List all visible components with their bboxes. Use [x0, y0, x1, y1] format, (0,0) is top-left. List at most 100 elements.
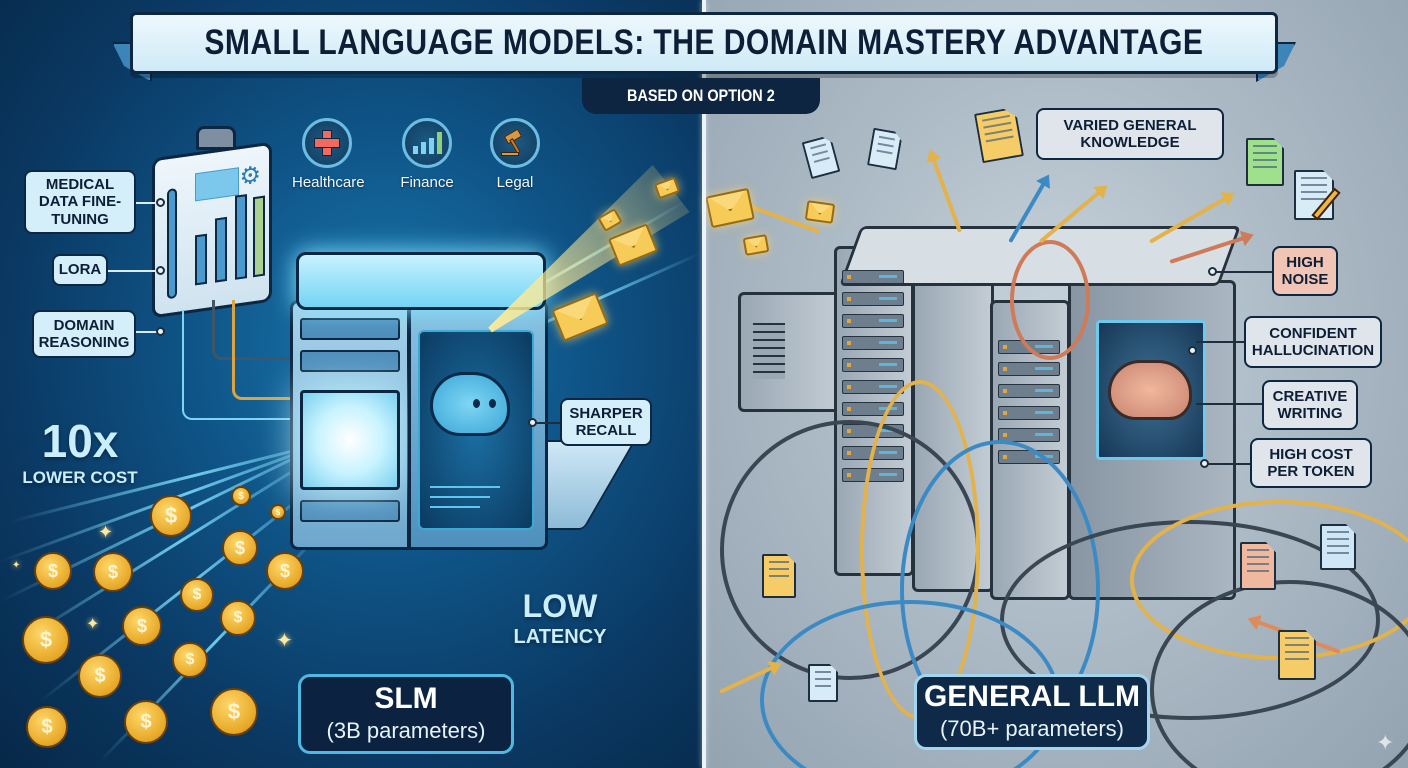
- model-params: (3B parameters): [326, 718, 486, 743]
- subtitle: BASED ON OPTION 2: [627, 86, 775, 105]
- connector-line: [1196, 341, 1246, 343]
- connector-line: [136, 202, 160, 204]
- brain-icon: [1108, 360, 1192, 420]
- gear-icon: ⚙: [239, 161, 261, 192]
- connector-line: [108, 270, 160, 272]
- chart-bar: [253, 195, 265, 278]
- server-slot: [300, 500, 400, 522]
- cost-multiplier: 10x: [41, 415, 119, 467]
- sparkle-icon: ✦: [86, 616, 100, 633]
- callout-sharper-recall: SHARPER RECALL: [560, 398, 652, 446]
- rack-unit: [842, 314, 904, 328]
- domain-finance: Finance: [392, 118, 462, 191]
- cable: [1150, 580, 1408, 768]
- wrench-icon: [167, 187, 177, 300]
- cost-label: LOWER COST: [22, 468, 138, 487]
- document-icon: [1320, 524, 1356, 570]
- model-name: SLM: [374, 682, 438, 715]
- connector-dot: [156, 198, 165, 207]
- rack-unit: [842, 358, 904, 372]
- coin-icon: $: [93, 552, 133, 592]
- server-slot: [300, 350, 400, 372]
- sparkle-icon: ✦: [98, 522, 114, 542]
- connector-line: [1216, 271, 1272, 273]
- sparkle-icon: ✦: [12, 560, 21, 571]
- model-params: (70B+ parameters): [939, 716, 1125, 741]
- latency-value: LOW: [522, 588, 598, 624]
- subtitle-pill: BASED ON OPTION 2: [582, 78, 820, 114]
- heartbeat-chart-icon: [195, 167, 239, 202]
- coin-icon: $: [172, 642, 208, 678]
- slm-model-badge: SLM (3B parameters): [298, 674, 514, 754]
- connector-dot: [156, 327, 165, 336]
- rack-unit: [998, 384, 1060, 398]
- coin-icon: $: [22, 616, 70, 664]
- gavel-icon: [490, 118, 540, 168]
- callout-creative-writing: CREATIVE WRITING: [1262, 380, 1358, 430]
- connector-dot: [156, 266, 165, 275]
- rack-unit: [998, 428, 1060, 442]
- domain-label: Healthcare: [292, 174, 365, 191]
- server-slot: [300, 318, 400, 340]
- latency-label: LATENCY: [513, 626, 607, 648]
- envelope-icon: [804, 200, 836, 224]
- cable: [182, 310, 292, 420]
- rack-unit: [998, 406, 1060, 420]
- panel-divider: [702, 0, 706, 768]
- connector-dot: [1188, 346, 1197, 355]
- coin-icon: $: [270, 504, 286, 520]
- cable: [1010, 240, 1090, 360]
- coin-icon: $: [231, 486, 251, 506]
- connector-line: [1196, 403, 1262, 405]
- cable: [212, 300, 292, 360]
- rack-unit: [842, 270, 904, 284]
- callout-high-cost-per-token: HIGH COST PER TOKEN: [1250, 438, 1372, 488]
- rack-unit: [842, 380, 904, 394]
- red-cross-icon: [302, 118, 352, 168]
- vent-grille: [753, 323, 785, 379]
- rack-unit: [842, 336, 904, 350]
- connector-line: [136, 331, 160, 333]
- coin-icon: $: [266, 552, 304, 590]
- coin-icon: $: [34, 552, 72, 590]
- power-unit: [738, 292, 842, 412]
- callout-lora: LORA: [52, 254, 108, 286]
- chart-bar: [215, 216, 227, 283]
- rack-unit: [998, 362, 1060, 376]
- document-icon: [762, 554, 796, 598]
- domain-label: Legal: [496, 174, 534, 191]
- document-icon: [808, 664, 838, 702]
- bar-chart-trend-icon: [402, 118, 452, 168]
- happy-brain-icon: [430, 372, 510, 436]
- coin-icon: $: [124, 700, 168, 744]
- page-title: SMALL LANGUAGE MODELS: THE DOMAIN MASTER…: [204, 23, 1204, 62]
- llm-model-badge: GENERAL LLM (70B+ parameters): [914, 674, 1150, 750]
- sparkle-watermark-icon: ✦: [1376, 730, 1395, 755]
- chart-bar: [195, 233, 207, 286]
- domain-legal: Legal: [480, 118, 550, 191]
- callout-medical-data-fine-tuning: MEDICAL DATA FINE-TUNING: [24, 170, 136, 234]
- coin-icon: $: [210, 688, 258, 736]
- coin-icon: $: [220, 600, 256, 636]
- latency-stat: LOW LATENCY: [500, 590, 620, 649]
- glowing-window: [300, 390, 400, 490]
- domain-healthcare: Healthcare: [292, 118, 365, 191]
- coin-icon: $: [26, 706, 68, 748]
- callout-high-noise: HIGH NOISE: [1272, 246, 1338, 296]
- document-icon: [1246, 138, 1284, 186]
- rack-unit: [842, 292, 904, 306]
- cost-stat: 10x LOWER COST: [20, 418, 140, 488]
- callout-confident-hallucination: CONFIDENT HALLUCINATION: [1244, 316, 1382, 368]
- slm-panel: ⚙ MEDICAL DATA FINE-TUNING LORA DOMAIN R…: [0, 0, 704, 768]
- chart-bar: [235, 194, 247, 280]
- connector-line: [1208, 463, 1250, 465]
- connector-line: [536, 422, 560, 424]
- document-icon: [1278, 630, 1316, 680]
- title-banner: SMALL LANGUAGE MODELS: THE DOMAIN MASTER…: [112, 12, 1296, 82]
- coin-icon: $: [222, 530, 258, 566]
- clipboard-icon: ⚙: [152, 141, 272, 319]
- slm-server-top: [296, 252, 546, 310]
- coin-icon: $: [150, 495, 192, 537]
- callout-varied-general-knowledge: VARIED GENERAL KNOWLEDGE: [1036, 108, 1224, 160]
- callout-domain-reasoning: DOMAIN REASONING: [32, 310, 136, 358]
